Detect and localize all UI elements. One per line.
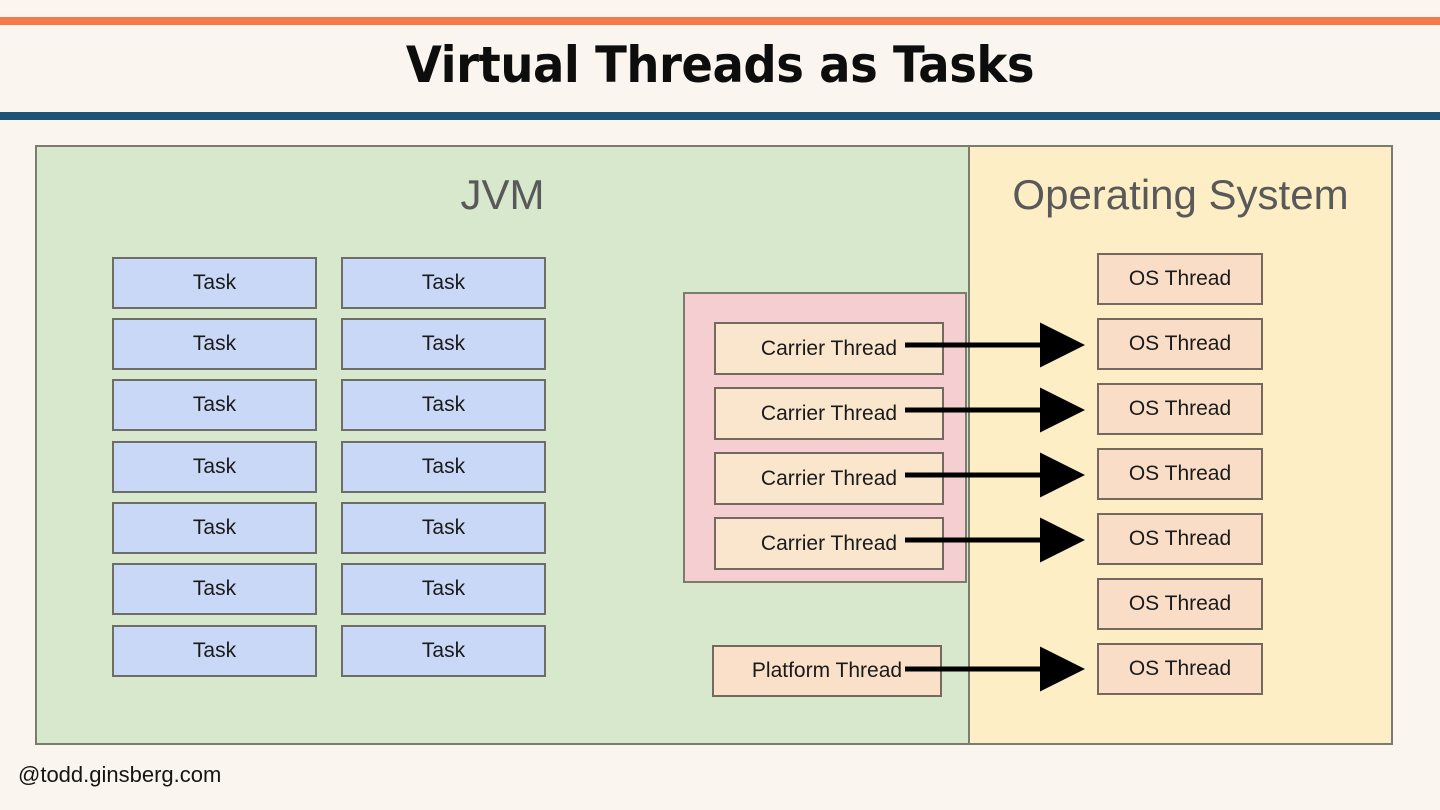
task-box[interactable]: Task: [112, 257, 317, 309]
carrier-thread-box[interactable]: Carrier Thread: [714, 452, 944, 505]
task-box[interactable]: Task: [112, 441, 317, 493]
os-thread-box[interactable]: OS Thread: [1097, 448, 1263, 500]
carrier-thread-box[interactable]: Carrier Thread: [714, 322, 944, 375]
task-box[interactable]: Task: [112, 318, 317, 370]
page-title: Virtual Threads as Tasks: [405, 36, 1035, 94]
os-thread-box[interactable]: OS Thread: [1097, 253, 1263, 305]
jvm-panel-title: JVM: [460, 171, 545, 218]
task-box[interactable]: Task: [341, 441, 546, 493]
task-box[interactable]: Task: [341, 318, 546, 370]
os-thread-box[interactable]: OS Thread: [1097, 318, 1263, 370]
task-box[interactable]: Task: [112, 563, 317, 615]
footer-handle: @todd.ginsberg.com: [18, 762, 222, 787]
task-box[interactable]: Task: [341, 379, 546, 431]
task-box[interactable]: Task: [341, 502, 546, 554]
task-box[interactable]: Task: [112, 502, 317, 554]
carrier-thread-pool: Carrier Thread Carrier Thread Carrier Th…: [683, 292, 967, 583]
operating-system-panel: Operating System OS Thread OS Thread OS …: [970, 147, 1391, 743]
os-thread-box[interactable]: OS Thread: [1097, 643, 1263, 695]
task-box[interactable]: Task: [341, 625, 546, 677]
top-accent-bar: [0, 17, 1440, 25]
jvm-panel: JVM Task Task Task Task Task Task Task T…: [37, 147, 970, 743]
platform-thread-box[interactable]: Platform Thread: [712, 645, 942, 697]
carrier-thread-box[interactable]: Carrier Thread: [714, 387, 944, 440]
task-box[interactable]: Task: [112, 625, 317, 677]
os-thread-box[interactable]: OS Thread: [1097, 513, 1263, 565]
task-box[interactable]: Task: [341, 563, 546, 615]
os-thread-box[interactable]: OS Thread: [1097, 383, 1263, 435]
architecture-diagram: JVM Task Task Task Task Task Task Task T…: [35, 145, 1393, 745]
task-box[interactable]: Task: [112, 379, 317, 431]
os-panel-title: Operating System: [1012, 171, 1349, 218]
os-thread-box[interactable]: OS Thread: [1097, 578, 1263, 630]
task-box[interactable]: Task: [341, 257, 546, 309]
title-divider: [0, 112, 1440, 120]
carrier-thread-box[interactable]: Carrier Thread: [714, 517, 944, 570]
